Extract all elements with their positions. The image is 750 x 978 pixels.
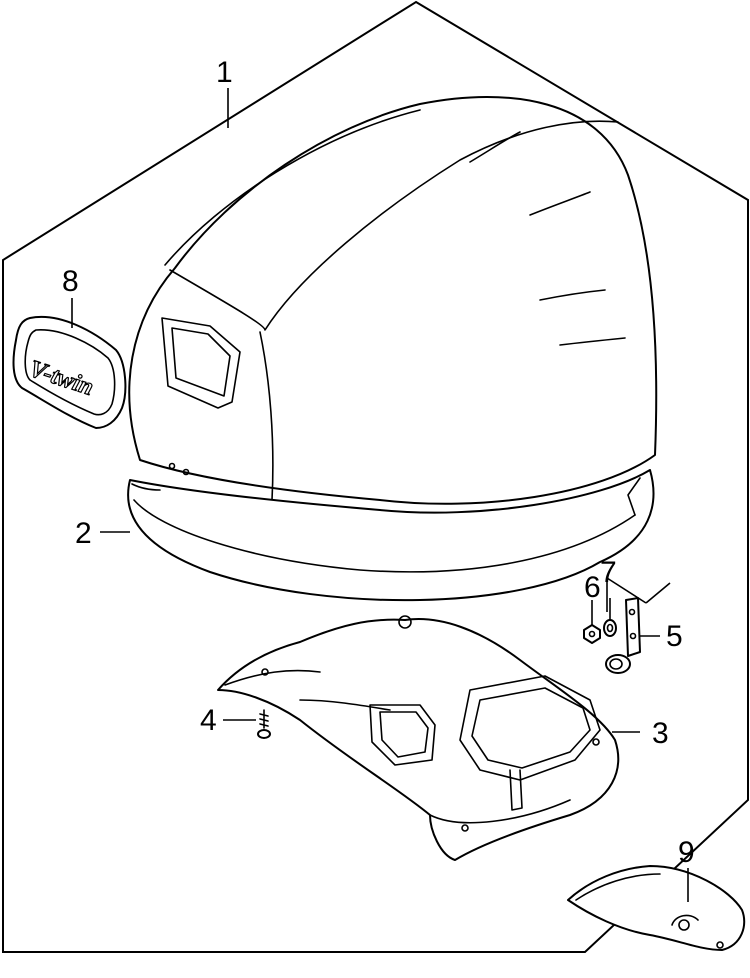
top-cowling[interactable] bbox=[128, 95, 658, 505]
leader-lines bbox=[71, 88, 689, 902]
v-twin-emblem[interactable]: V-twin bbox=[12, 315, 127, 429]
plug[interactable] bbox=[567, 865, 746, 951]
callout-3: 3 bbox=[652, 717, 669, 750]
callout-4: 4 bbox=[200, 704, 217, 737]
cowling-seal[interactable] bbox=[127, 469, 655, 602]
callout-6: 6 bbox=[584, 571, 601, 604]
screw[interactable] bbox=[257, 709, 271, 739]
callout-7: 7 bbox=[600, 556, 617, 589]
callout-1: 1 bbox=[216, 56, 233, 89]
lower-cover[interactable] bbox=[217, 615, 620, 861]
hook-bracket[interactable] bbox=[605, 597, 641, 674]
callout-8: 8 bbox=[62, 265, 79, 298]
callout-5: 5 bbox=[666, 620, 683, 653]
washer[interactable] bbox=[603, 619, 617, 637]
callouts: 1 2 3 4 5 6 7 8 9 bbox=[62, 56, 695, 869]
callout-9: 9 bbox=[678, 836, 695, 869]
callout-2: 2 bbox=[75, 517, 92, 550]
nut[interactable] bbox=[583, 624, 601, 644]
assembly-frame bbox=[2, 0, 749, 953]
